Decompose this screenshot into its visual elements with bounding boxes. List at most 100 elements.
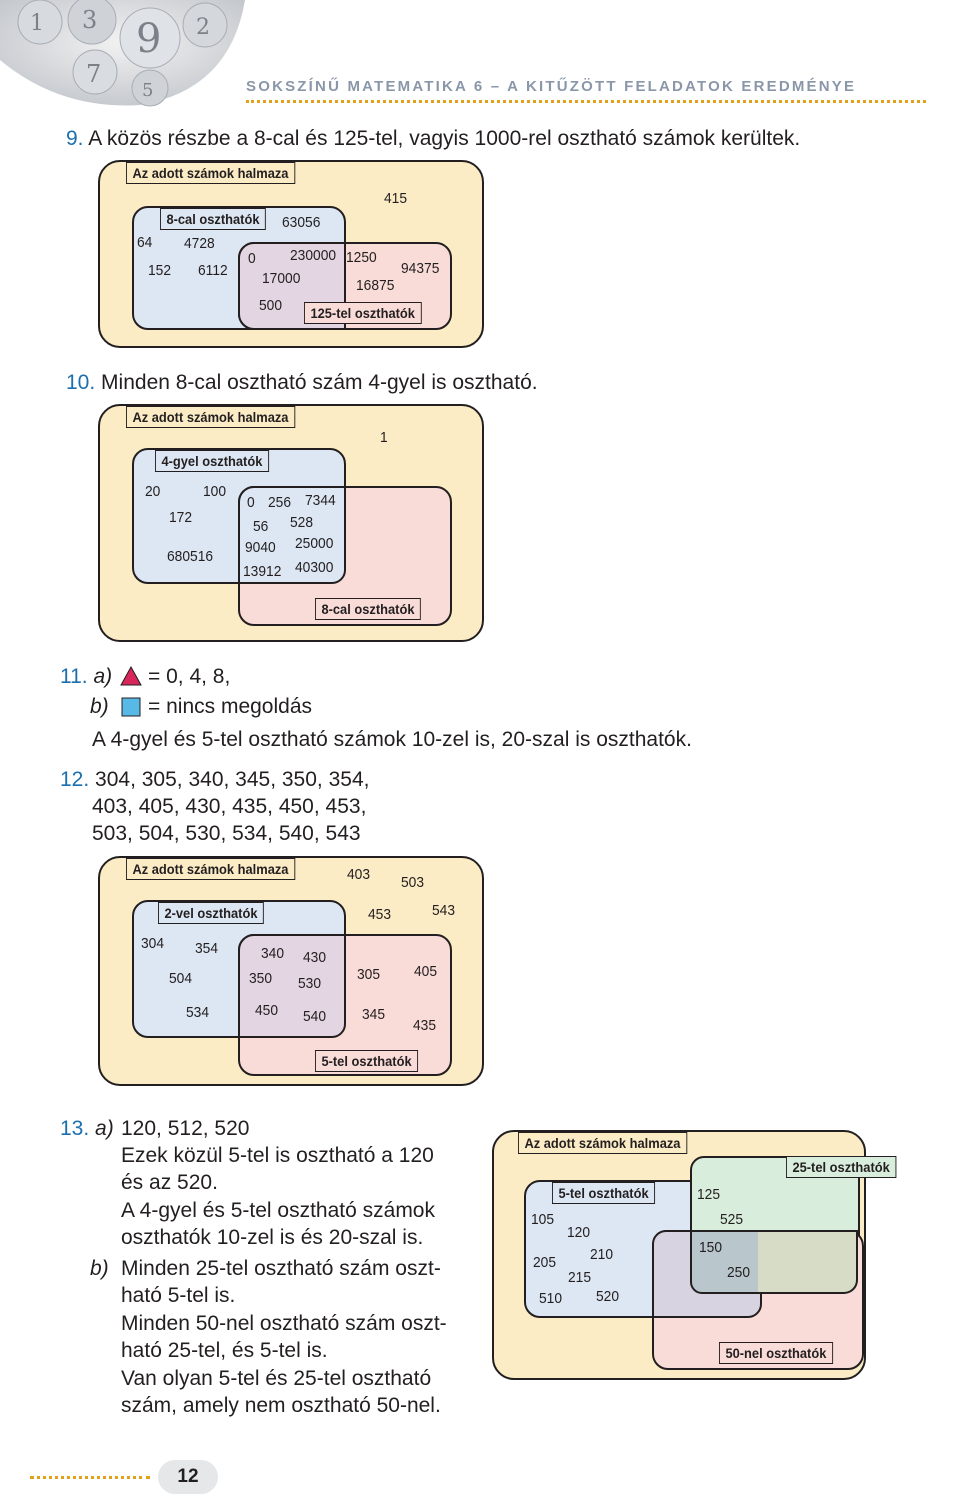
p13-b-text: szám, amely nem osztható 50-nel. (121, 1394, 441, 1417)
p9-n: 6112 (198, 262, 228, 279)
p9-line: 9. A közös részbe a 8-cal és 125-tel, va… (66, 126, 800, 152)
p12-n: 345 (362, 1006, 386, 1023)
p13-a-text: 120, 512, 520 (121, 1117, 250, 1140)
p13-b-prefix: b) (90, 1257, 109, 1280)
p10-n: 25000 (295, 535, 334, 552)
p12-n: 340 (261, 945, 285, 962)
svg-text:5: 5 (142, 80, 153, 101)
p13-a-text: A 4-gyel és 5-tel osztható számok (121, 1199, 435, 1222)
p10-n: 1 (380, 429, 388, 446)
p11-a-prefix: a) (93, 665, 113, 688)
p9-a-label: 8-cal oszthatók (160, 208, 266, 230)
p13-a-text: oszthatók 10-zel is és 20-szal is. (121, 1226, 424, 1249)
triangle-icon (120, 666, 142, 686)
p12-text: 403, 405, 430, 435, 450, 453, (92, 795, 367, 818)
p10-line: 10. Minden 8-cal osztható szám 4-gyel is… (66, 370, 538, 396)
p11-number: 11. (60, 665, 88, 688)
header-dotted-rule (246, 100, 926, 103)
p13-b-text: Minden 25-tel osztható szám oszt- (121, 1257, 441, 1280)
p12-text: 503, 504, 530, 534, 540, 543 (92, 822, 361, 845)
p10-n: 20 (145, 483, 161, 500)
p13-n: 205 (533, 1254, 557, 1271)
p13-n: 250 (727, 1264, 751, 1281)
p10-n: 528 (290, 514, 314, 531)
p10-n: 7344 (305, 492, 336, 509)
p9-n: 16875 (356, 277, 395, 294)
p9-n: 500 (259, 297, 283, 314)
p9-n: 4728 (184, 235, 215, 252)
p13-a-label: 5-tel oszthatók (552, 1182, 656, 1204)
p12-n: 543 (432, 902, 456, 919)
p10-n: 172 (169, 509, 193, 526)
p13-n: 215 (568, 1269, 592, 1286)
p10-set-label: Az adott számok halmaza (126, 406, 295, 428)
p12-n: 450 (255, 1002, 279, 1019)
p13-a-text: és az 520. (121, 1171, 218, 1194)
p13-intersection-bc (758, 1230, 858, 1294)
p12-n: 403 (347, 866, 371, 883)
p13-n: 105 (531, 1211, 555, 1228)
page-number: 12 (158, 1460, 218, 1494)
p9-n: 1250 (346, 249, 377, 266)
p9-n: 152 (148, 262, 172, 279)
p10-text: Minden 8-cal osztható szám 4-gyel is osz… (101, 371, 538, 394)
p12-n: 430 (303, 949, 327, 966)
p13-a-prefix: a) (95, 1117, 114, 1140)
p13-n: 120 (567, 1224, 591, 1241)
p13-set-label: Az adott számok halmaza (518, 1132, 687, 1154)
p12-n: 350 (249, 970, 273, 987)
p13-b-text: Minden 50-nel osztható szám oszt- (121, 1312, 447, 1335)
p12-n: 503 (401, 874, 425, 891)
svg-text:1: 1 (30, 11, 44, 36)
p12-n: 540 (303, 1008, 327, 1025)
p10-n: 100 (203, 483, 227, 500)
svg-text:3: 3 (82, 6, 97, 34)
svg-text:7: 7 (86, 60, 101, 88)
p12-n: 504 (169, 970, 193, 987)
p9-text: A közös részbe a 8-cal és 125-tel, vagyi… (88, 127, 801, 150)
p10-n: 0 (247, 494, 255, 511)
p12-n: 354 (195, 940, 219, 957)
p10-n: 56 (253, 518, 269, 535)
p11-b-prefix: b) (90, 695, 109, 718)
p13-n: 210 (590, 1246, 614, 1263)
p10-a-label: 4-gyel oszthatók (155, 450, 269, 472)
p12-n: 530 (298, 975, 322, 992)
p10-number: 10. (66, 371, 96, 394)
p12-n: 405 (414, 963, 438, 980)
p12-a-label: 2-vel oszthatók (158, 902, 264, 924)
p9-set-label: Az adott számok halmaza (126, 162, 295, 184)
p10-b-label: 8-cal oszthatók (315, 598, 421, 620)
p10-intersection (238, 486, 346, 584)
p13-b-text: ható 5-tel is. (121, 1284, 236, 1307)
p11-line-a: 11. a) (60, 664, 112, 690)
p11-a-text: = 0, 4, 8, (148, 665, 231, 688)
p10-n: 13912 (243, 563, 282, 580)
p10-n: 40300 (295, 559, 334, 576)
p13-line-1: 13. a) (60, 1116, 114, 1142)
p12-n: 534 (186, 1004, 210, 1021)
p13-b-text: Van olyan 5-tel és 25-tel osztható (121, 1367, 432, 1390)
p13-b-text: ható 25-tel, és 5-tel is. (121, 1339, 328, 1362)
p13-c-label: 50-nel oszthatók (719, 1342, 833, 1364)
p13-n: 125 (697, 1186, 721, 1203)
p10-n: 256 (268, 494, 292, 511)
p13-n: 520 (596, 1288, 620, 1305)
p9-n: 94375 (401, 260, 440, 277)
p12-n: 435 (413, 1017, 437, 1034)
p12-number: 12. (60, 768, 90, 791)
p12-n: 304 (141, 935, 165, 952)
p9-n: 230000 (290, 247, 337, 264)
p9-n: 17000 (262, 270, 301, 287)
p12-line-1: 12. 304, 305, 340, 345, 350, 354, (60, 767, 369, 793)
p12-n: 305 (357, 966, 381, 983)
p12-text: 304, 305, 340, 345, 350, 354, (95, 768, 370, 791)
p12-intersection (238, 934, 346, 1038)
running-header: SOKSZÍNŰ MATEMATIKA 6 – A KITŰZÖTT FELAD… (246, 78, 857, 95)
p12-b-label: 5-tel oszthatók (315, 1050, 419, 1072)
p10-n: 680516 (167, 548, 214, 565)
p9-n: 415 (384, 190, 408, 207)
p12-set-label: Az adott számok halmaza (126, 858, 295, 880)
p10-n: 9040 (245, 539, 276, 556)
p9-n: 64 (137, 234, 153, 251)
